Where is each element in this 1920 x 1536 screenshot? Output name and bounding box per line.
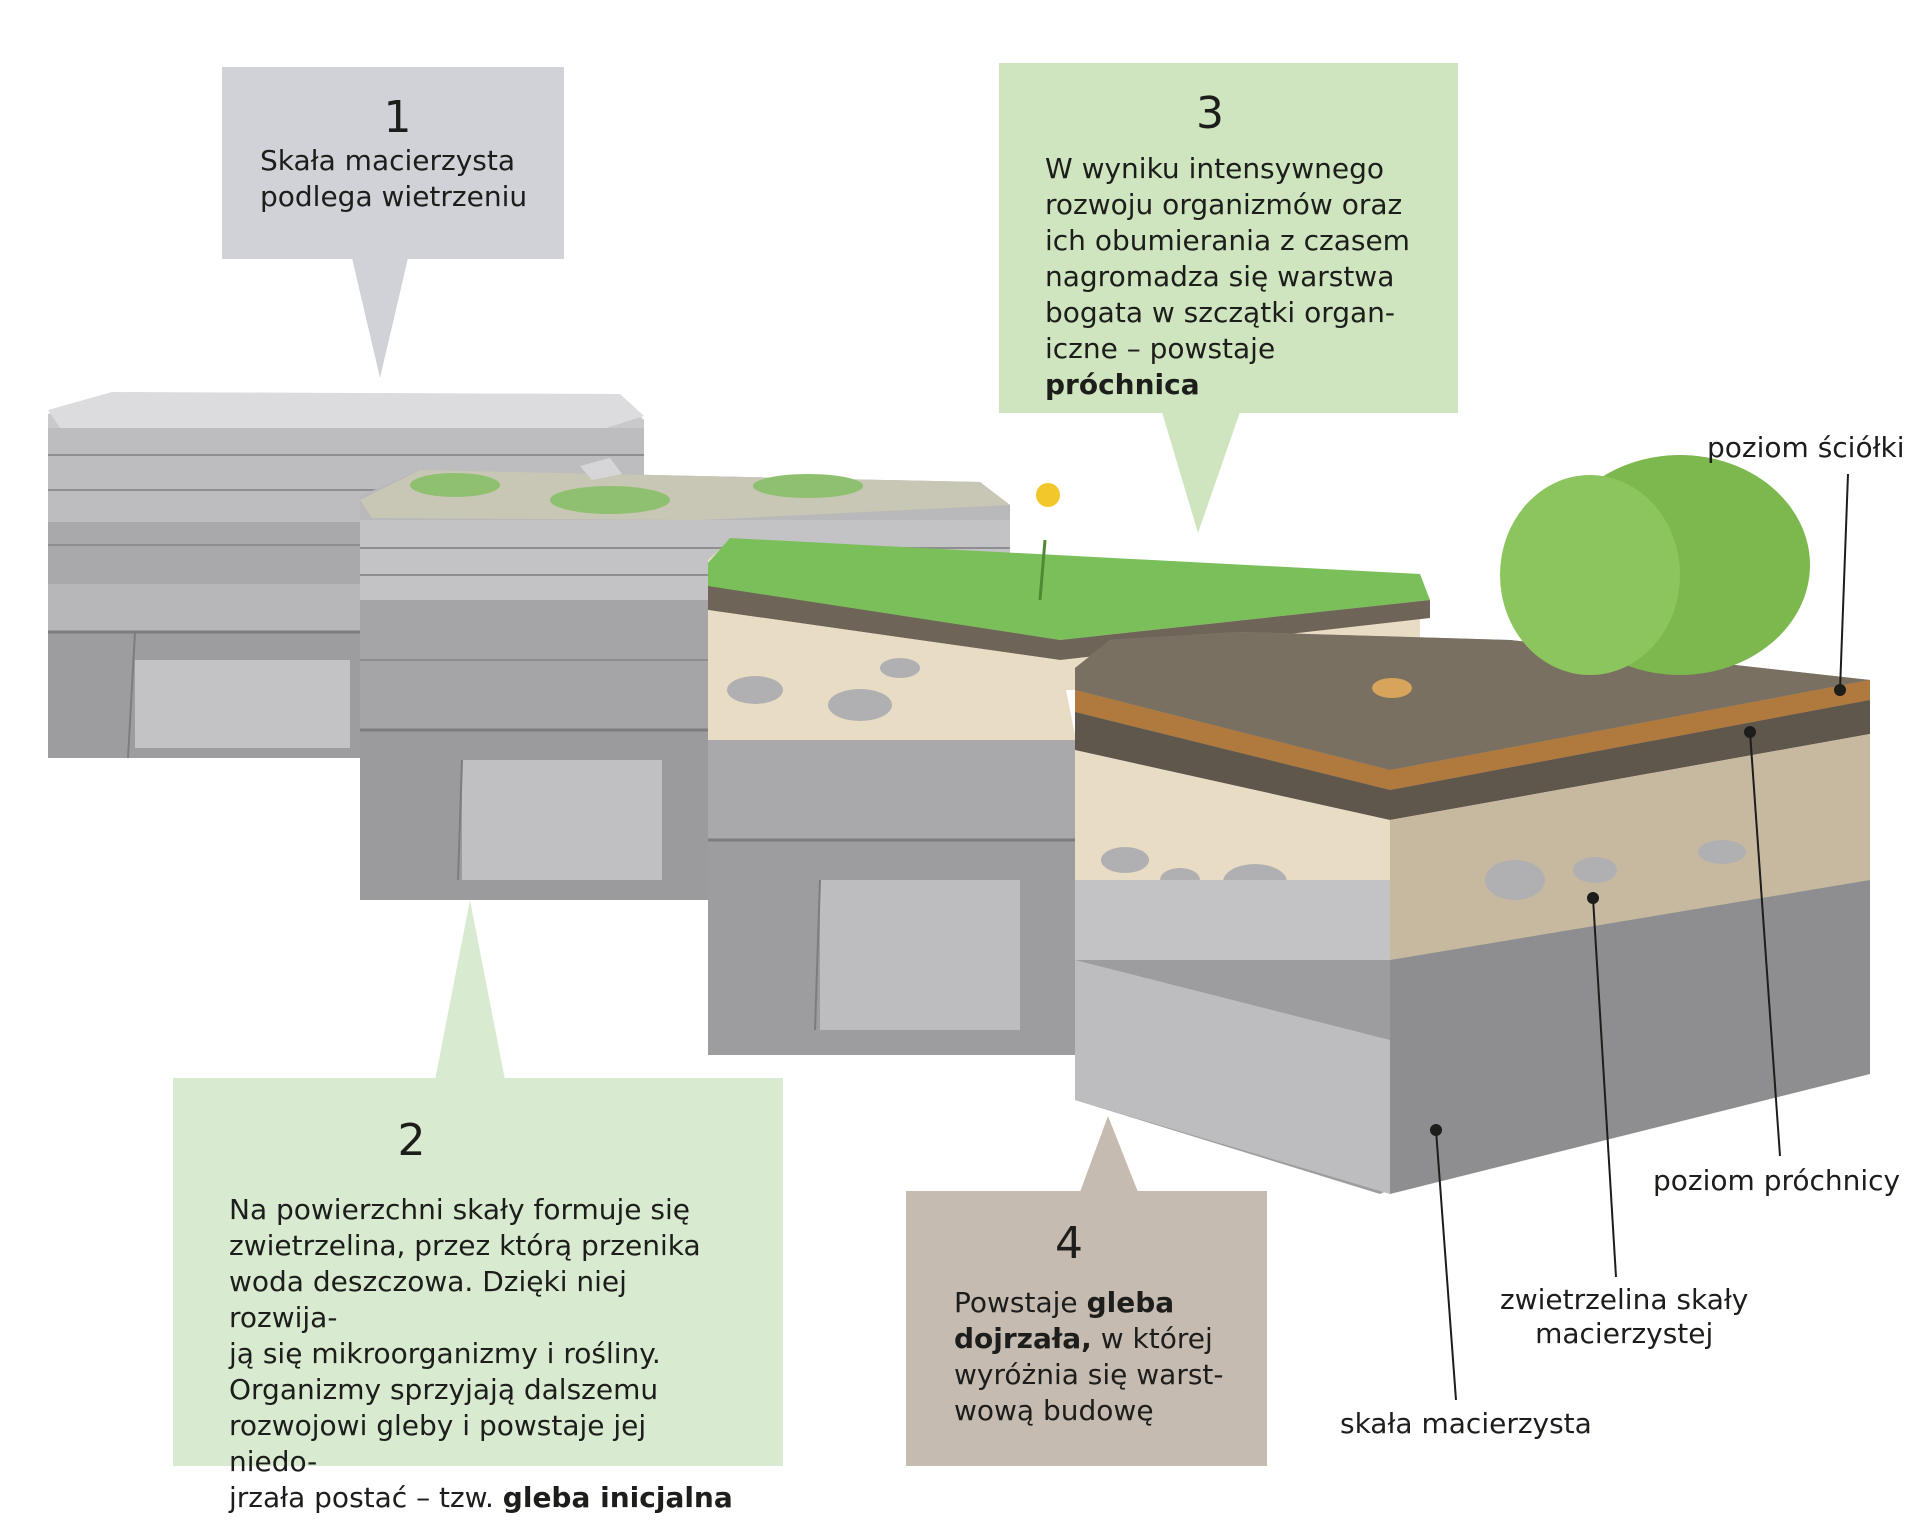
callout-2-bold-term: gleba inicjalna: [502, 1481, 733, 1514]
callout-2-line: woda deszczowa. Dzięki niej rozwija-: [229, 1265, 627, 1334]
callout-4-l2-text: w której: [1091, 1322, 1213, 1355]
callout-4-l2-bold: dojrzała,: [954, 1322, 1092, 1355]
callout-3-line: W wyniku intensywnego: [1045, 152, 1384, 185]
callout-1-number: 1: [383, 92, 412, 143]
callout-2-line: rozwojowi gleby i powstaje jej niedo-: [229, 1409, 647, 1478]
label-litter-horizon: poziom ściółki: [1707, 431, 1905, 464]
callout-2-line: ją się mikroorganizmy i rośliny.: [229, 1337, 661, 1370]
label-regolith-line2: macierzystej: [1535, 1317, 1714, 1350]
callout-4-line: wyróżnia się warst-: [954, 1358, 1224, 1391]
callout-3-line: bogata w szczątki organ-: [1045, 296, 1396, 329]
callout-4-number: 4: [1055, 1218, 1083, 1269]
callout-2-line: Organizmy sprzyjają dalszemu: [229, 1373, 659, 1406]
label-regolith: zwietrzelina skały macierzystej: [1500, 1283, 1748, 1351]
callout-3-line: ich obumierania z czasem: [1045, 224, 1410, 257]
callout-4: 4 Powstaje gleba dojrzała, w której wyró…: [906, 1191, 1267, 1466]
label-humus-horizon: poziom próchnicy: [1653, 1164, 1901, 1197]
callout-3-number: 3: [1196, 88, 1224, 139]
leader-lines: [1430, 473, 1849, 1401]
callout-1-pointer: [352, 258, 408, 378]
callout-3-last-text: iczne – powstaje: [1045, 332, 1276, 365]
callout-3-line: rozwoju organizmów oraz: [1045, 188, 1403, 221]
callout-2-last-text: jrzała postać – tzw.: [229, 1481, 503, 1514]
callout-2-line: jrzała postać – tzw. gleba inicjalna: [229, 1480, 743, 1516]
callout-4-line: dojrzała, w której: [954, 1321, 1257, 1357]
block-3-humus-soil: [708, 483, 1430, 1055]
callout-4-pointer: [1080, 1116, 1138, 1192]
callout-2-pointer: [435, 900, 505, 1080]
block-4-mature-soil: [1075, 455, 1870, 1194]
callout-2-number: 2: [397, 1115, 426, 1166]
callout-4-l1-bold: gleba: [1086, 1286, 1175, 1319]
callout-2-line: Na powierzchni skały formuje się: [229, 1193, 691, 1226]
callout-3: 3 W wyniku intensywnego rozwoju organizm…: [999, 63, 1458, 413]
callout-2-line: zwietrzelina, przez którą przenika: [229, 1229, 701, 1262]
callout-3-bold-term: próchnica: [1045, 368, 1200, 401]
callout-3-pointer: [1162, 412, 1240, 533]
callout-4-l1-text: Powstaje: [954, 1286, 1087, 1319]
callout-1: 1 Skała macierzysta podlega wietrzeniu: [222, 67, 564, 259]
callout-3-line: nagromadza się warstwa: [1045, 260, 1395, 293]
callout-1-line1: Skała macierzysta: [260, 144, 516, 177]
label-regolith-line1: zwietrzelina skały: [1500, 1283, 1749, 1316]
callout-4-line: Powstaje gleba: [954, 1285, 1257, 1321]
callout-4-line: wową budowę: [954, 1394, 1154, 1427]
callout-1-line2: podlega wietrzeniu: [260, 180, 528, 213]
callout-3-line: iczne – powstaje próchnica: [1045, 331, 1438, 403]
label-parent-rock: skała macierzysta: [1340, 1407, 1592, 1440]
callout-2: 2 Na powierzchni skały formuje się zwiet…: [173, 1078, 783, 1514]
